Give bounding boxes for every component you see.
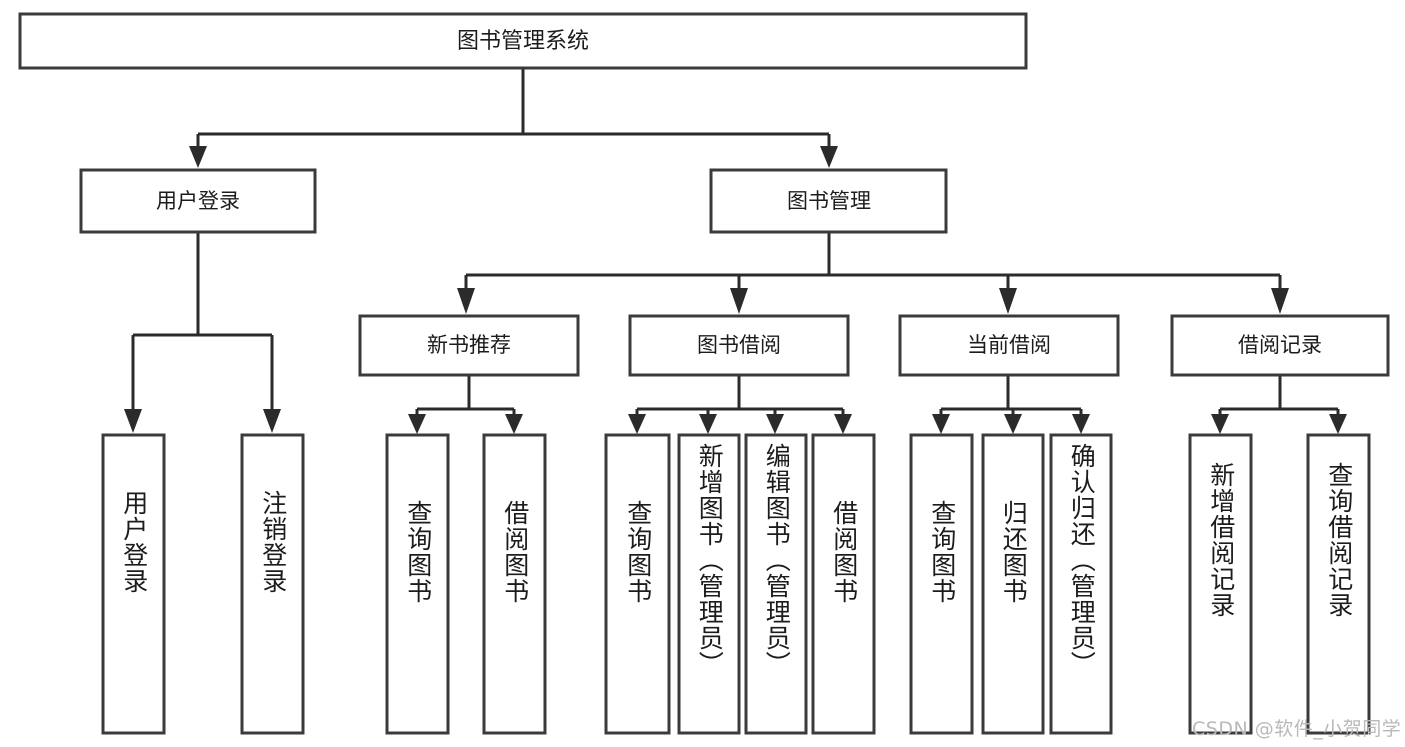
leaf-box-edit-book-admin[interactable]: [744, 433, 808, 735]
leaf-box-layer: [101, 433, 1371, 735]
arrow-current-leaf-2: [1004, 414, 1022, 434]
node-book-manage-box[interactable]: [709, 168, 948, 234]
arrow-newbook-leaf-2: [505, 414, 523, 434]
node-root[interactable]: 图书管理系统: [18, 12, 1028, 70]
arrow-record: [1271, 288, 1289, 314]
node-user-login-box[interactable]: [79, 168, 317, 234]
leaf-box-confirm-return-admin[interactable]: [1049, 433, 1113, 735]
node-root-label: 图书管理系统: [457, 29, 589, 54]
node-book-borrow-label: 图书借阅: [697, 333, 781, 357]
arrow-user-login: [189, 146, 207, 168]
arrow-newbook-leaf-1: [408, 414, 426, 434]
node-new-book-recommend-label: 新书推荐: [427, 333, 511, 357]
node-borrow-record-label: 借阅记录: [1238, 333, 1322, 357]
arrow-borrow-leaf-4: [834, 414, 852, 434]
node-new-book-recommend[interactable]: 新书推荐: [358, 314, 580, 377]
arrow-leaf-logout-login: [263, 409, 281, 433]
arrow-borrow: [730, 288, 748, 314]
node-current-borrow-box[interactable]: [898, 314, 1120, 377]
leaf-box-add-borrow-record[interactable]: [1188, 433, 1253, 735]
arrow-leaf-user-login: [124, 409, 142, 433]
node-book-borrow-box[interactable]: [628, 314, 850, 377]
node-user-login-label: 用户登录: [156, 189, 240, 213]
arrow-current: [999, 288, 1017, 314]
node-borrow-record[interactable]: 借阅记录: [1170, 314, 1390, 377]
arrow-borrow-leaf-2: [699, 414, 717, 434]
leaf-box-borrow-book[interactable]: [811, 433, 876, 735]
arrow-newbook: [457, 288, 475, 314]
csdn-watermark: CSDN @软件_小贺同学: [1192, 718, 1402, 740]
arrow-current-leaf-3: [1072, 414, 1090, 434]
leaf-box-logout-login[interactable]: [240, 433, 305, 735]
leaf-box-borrow-book-newbook[interactable]: [482, 433, 547, 735]
leaf-box-return-book[interactable]: [981, 433, 1045, 735]
arrow-borrow-leaf-3: [766, 414, 784, 434]
connector-layer: [124, 68, 1347, 434]
node-book-manage[interactable]: 图书管理: [709, 168, 948, 234]
node-book-manage-label: 图书管理: [787, 189, 871, 213]
arrow-record-leaf-1: [1211, 414, 1229, 434]
leaf-box-query-borrow-record[interactable]: [1306, 433, 1371, 735]
node-root-box[interactable]: [18, 12, 1028, 70]
leaf-box-query-book-newbook[interactable]: [385, 433, 450, 735]
arrow-borrow-leaf-1: [628, 414, 646, 434]
node-current-borrow[interactable]: 当前借阅: [898, 314, 1120, 377]
leaf-box-add-book-admin[interactable]: [677, 433, 741, 735]
arrow-current-leaf-1: [932, 414, 950, 434]
leaf-box-query-book-current[interactable]: [909, 433, 974, 735]
node-new-book-recommend-box[interactable]: [358, 314, 580, 377]
leaf-box-user-login[interactable]: [101, 433, 166, 735]
node-borrow-record-box[interactable]: [1170, 314, 1390, 377]
node-current-borrow-label: 当前借阅: [967, 333, 1051, 357]
arrow-book-manage: [820, 146, 838, 168]
node-user-login[interactable]: 用户登录: [79, 168, 317, 234]
leaf-box-query-book-borrow[interactable]: [604, 433, 671, 735]
node-book-borrow[interactable]: 图书借阅: [628, 314, 850, 377]
arrow-record-leaf-2: [1329, 414, 1347, 434]
